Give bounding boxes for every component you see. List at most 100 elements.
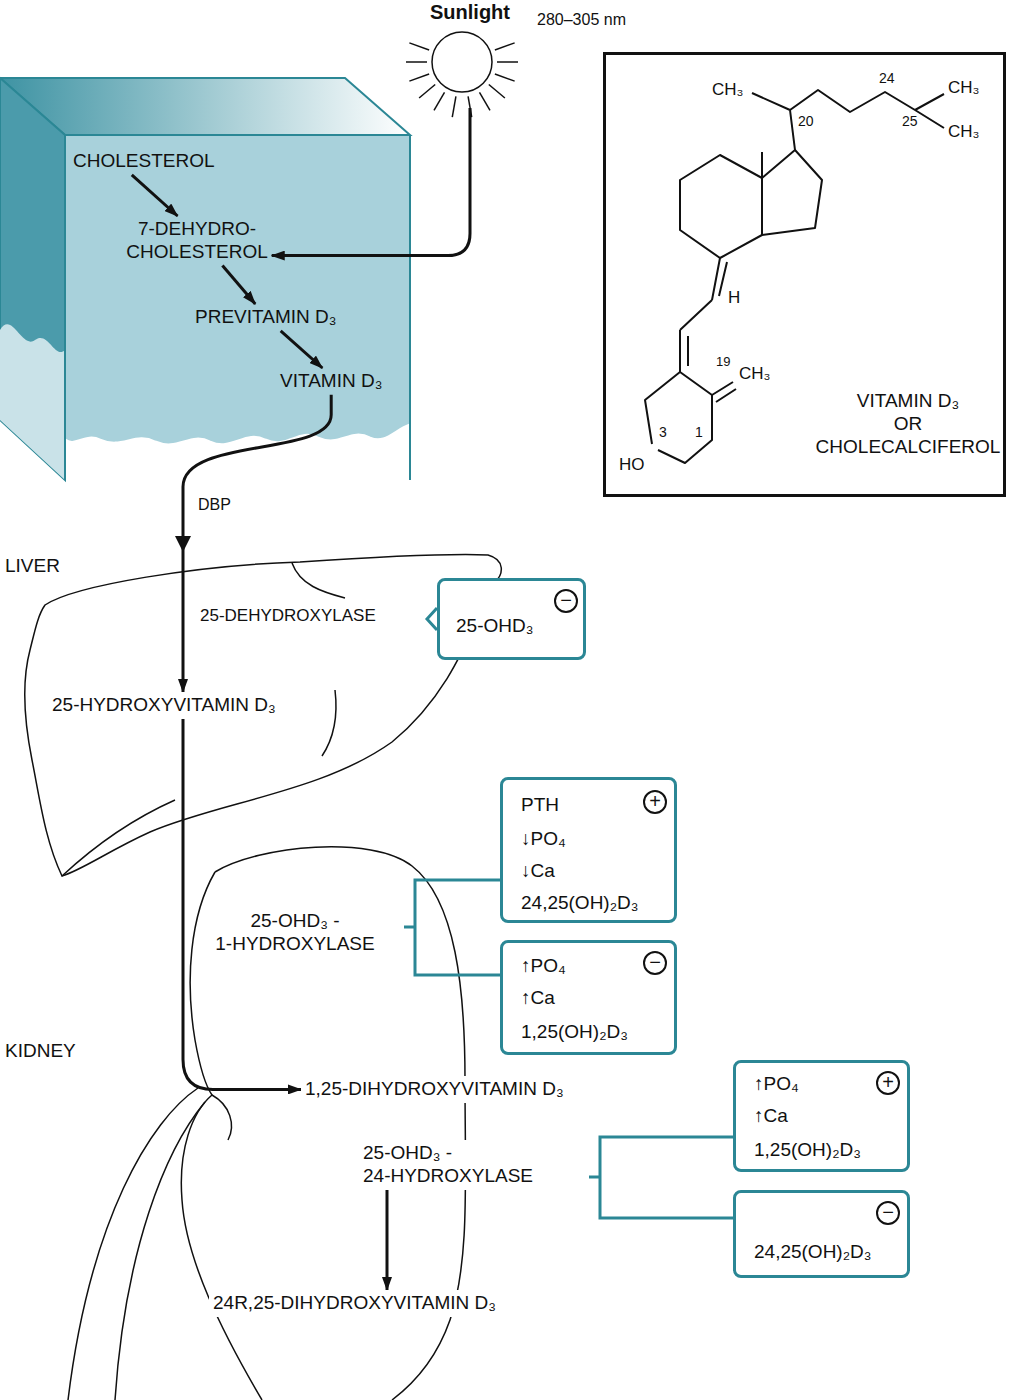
text-line: −	[645, 953, 665, 972]
text-line: 24	[879, 70, 895, 87]
sun-ray	[409, 43, 429, 50]
compound-label: 25-HYDROXYVITAMIN D₃	[48, 692, 280, 719]
text-line: CHOLESTEROL	[126, 241, 267, 264]
text-label: HO	[619, 455, 645, 475]
kidney-pelvis-line	[212, 1095, 231, 1140]
sun-ray	[452, 96, 456, 117]
reaction-arrow	[183, 719, 301, 1090]
sun-disc	[432, 32, 492, 92]
text-label: 20	[798, 113, 814, 130]
node-text: VITAMIN D₃	[280, 370, 382, 393]
node-text: VITAMIN D₃ OR CHOLECALCIFEROL	[816, 390, 1001, 458]
regulator-box: −24,25(OH)₂D₃	[733, 1190, 910, 1278]
text-line: OR	[816, 413, 1001, 436]
text-line: 25-OHD₃	[456, 615, 533, 638]
text-line: 25	[902, 113, 918, 130]
sun-ray	[406, 61, 427, 63]
reaction-arrow	[281, 331, 323, 368]
sign-symbol: −	[643, 951, 667, 975]
compound-label: CHOLESTEROL	[69, 148, 218, 175]
node-text: 24R,25-DIHYDROXYVITAMIN D₃	[213, 1292, 496, 1315]
skin-side-face	[0, 78, 65, 480]
liver-edge	[25, 555, 501, 876]
sun-ray	[434, 92, 445, 110]
ring-c	[680, 155, 762, 258]
text-label: H	[728, 288, 740, 308]
compound-label: 24R,25-DIHYDROXYVITAMIN D₃	[209, 1290, 500, 1317]
node-text: Sunlight	[420, 0, 520, 24]
text-line: 19	[716, 354, 730, 370]
text-line: DBP	[198, 495, 231, 514]
text-line: KIDNEY	[5, 1040, 76, 1063]
text-line: 1,25(OH)₂D₃	[521, 1021, 628, 1044]
text-line: VITAMIN D₃	[280, 370, 382, 393]
sign-symbol: +	[643, 790, 667, 814]
text-line: ↑PO₄	[521, 955, 566, 978]
text-line: 24R,25-DIHYDROXYVITAMIN D₃	[213, 1292, 496, 1315]
exocyclic-bond	[712, 382, 736, 402]
enzyme-label: 25-OHD₃ - 1-HYDROXYLASE	[213, 910, 376, 956]
text-line: 1	[695, 424, 703, 441]
text-label: CH₃	[948, 122, 979, 142]
regulator-box: −↑PO₄↑Ca1,25(OH)₂D₃	[500, 940, 677, 1055]
text-label: 3	[659, 424, 667, 441]
node-text: 24,25(OH)₂D₃	[521, 892, 639, 915]
compound-label: 25-OHD₃ - 24-HYDROXYLASE	[359, 1140, 537, 1190]
text-line: LIVER	[5, 555, 60, 578]
node-text: CHOLESTEROL	[73, 150, 214, 173]
text-line: 25-OHD₃ -	[363, 1142, 533, 1165]
reaction-arrow	[386, 1190, 389, 1290]
text-line: PREVITAMIN D₃	[195, 306, 336, 329]
text-line: CHOLESTEROL	[73, 150, 214, 173]
reaction-arrow	[183, 395, 331, 692]
text-line: 1-HYDROXYLASE	[215, 933, 374, 956]
compound-label: VITAMIN D₃	[276, 368, 386, 395]
text-line: ↑PO₄	[754, 1073, 799, 1096]
text-label: DBP	[198, 495, 231, 514]
compound-label: 1,25-DIHYDROXYVITAMIN D₃	[301, 1076, 568, 1103]
sign-symbol: +	[876, 1071, 900, 1095]
sunlight-node: Sunlight	[420, 0, 520, 108]
text-label: 25	[902, 113, 918, 130]
text-line: 20	[798, 113, 814, 130]
sun-ray	[495, 74, 515, 81]
node-text: ↓PO₄	[521, 828, 566, 851]
node-text: 25-OHD₃ - 24-HYDROXYLASE	[363, 1142, 533, 1188]
text-line: CH₃	[948, 78, 979, 98]
node-text: ↑PO₄	[754, 1073, 799, 1096]
kidney-outline	[68, 847, 466, 1400]
text-line: 25-HYDROXYVITAMIN D₃	[52, 694, 276, 717]
text-line: H	[728, 288, 740, 308]
sun-ray	[495, 43, 515, 50]
sun-ray	[409, 74, 429, 81]
text-line: VITAMIN D₃	[816, 390, 1001, 413]
compound-label: 7-DEHYDRO- CHOLESTEROL	[122, 216, 271, 266]
bracket-lines	[404, 608, 733, 1218]
text-line: PTH	[521, 794, 559, 817]
text-line: CH₃	[948, 122, 979, 142]
ring-a	[645, 372, 712, 463]
text-line: CH₃	[739, 364, 770, 384]
text-line: ↓Ca	[521, 860, 555, 883]
text-label: 280–305 nm	[537, 10, 626, 29]
skin-side-lower	[0, 324, 65, 480]
node-text: PTH	[521, 794, 559, 817]
node-text: ↑Ca	[754, 1105, 788, 1128]
text-line: 24,25(OH)₂D₃	[754, 1241, 872, 1264]
text-line: +	[878, 1073, 898, 1092]
text-label: KIDNEY	[5, 1040, 76, 1063]
sign-symbol: −	[554, 589, 578, 613]
skin-block	[0, 78, 410, 480]
text-line: 7-DEHYDRO-	[126, 218, 267, 241]
skin-front-wave	[65, 425, 410, 445]
sun-ray	[497, 61, 518, 63]
enzyme-label: 25-DEHYDROXYLASE	[198, 606, 378, 626]
text-label: CH₃	[712, 80, 743, 100]
sun-ray	[480, 92, 491, 110]
text-line: 280–305 nm	[537, 10, 626, 29]
text-label: CH₃	[948, 78, 979, 98]
regulator-box: +↑PO₄↑Ca1,25(OH)₂D₃	[733, 1060, 910, 1172]
liver-lobe-line	[322, 690, 336, 756]
text-line: Sunlight	[420, 0, 520, 24]
compound-label: PREVITAMIN D₃	[191, 304, 340, 331]
